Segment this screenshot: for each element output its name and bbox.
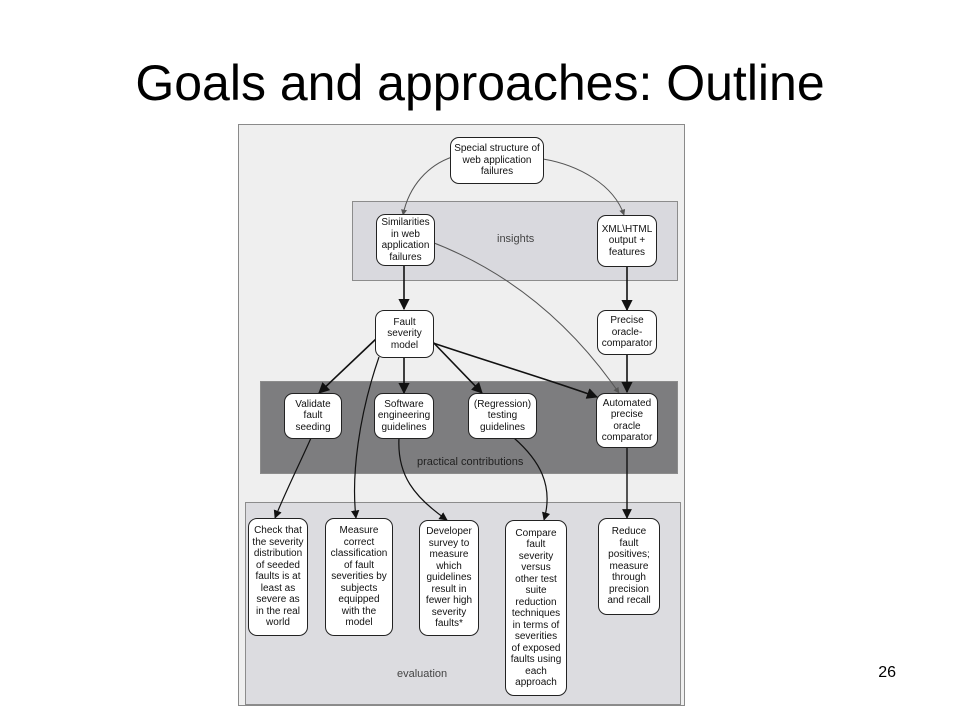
node-measure-correct-classification: Measure correct classification of fault … xyxy=(325,518,393,636)
slide-number: 26 xyxy=(878,664,896,681)
node-software-engineering-guidelines: Software engineering guidelines xyxy=(374,393,434,439)
node-check-severity-distribution: Check that the severity distribution of … xyxy=(248,518,308,636)
node-similarities: Similarities in web application failures xyxy=(376,214,435,266)
node-compare-fault-severity: Compare fault severity versus other test… xyxy=(505,520,567,696)
node-developer-survey: Developer survey to measure which guidel… xyxy=(419,520,479,636)
practical-contributions-band-label: practical contributions xyxy=(417,456,524,468)
node-regression-testing-guidelines: (Regression) testing guidelines xyxy=(468,393,537,439)
slide-title: Goals and approaches: Outline xyxy=(135,55,825,111)
node-reduce-fault-positives: Reduce fault positives; measure through … xyxy=(598,518,660,615)
node-precise-oracle-comparator: Precise oracle- comparator xyxy=(597,310,657,355)
insights-band-label: insights xyxy=(497,233,535,245)
evaluation-band-label: evaluation xyxy=(397,668,448,680)
node-fault-severity-model: Fault severity model xyxy=(375,310,434,358)
node-xml-html-output: XML\HTML output + features xyxy=(597,215,657,267)
outline-diagram: insights practical contributions evaluat… xyxy=(238,124,685,706)
node-automated-precise-oracle-comparator: Automated precise oracle comparator xyxy=(596,393,658,448)
node-special-structure: Special structure of web application fai… xyxy=(450,137,544,184)
node-validate-fault-seeding: Validate fault seeding xyxy=(284,393,342,439)
